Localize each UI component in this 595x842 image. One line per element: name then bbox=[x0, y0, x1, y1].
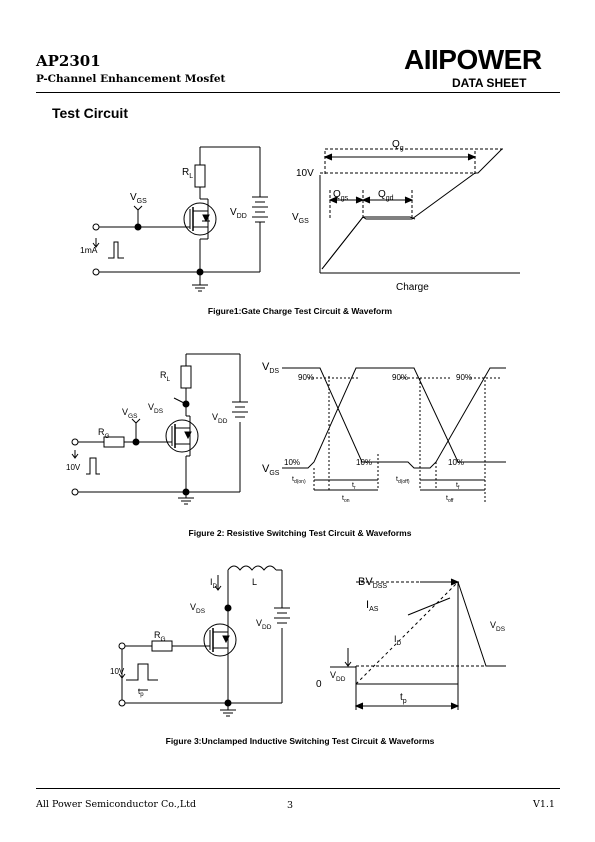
id-label: ID bbox=[210, 577, 218, 590]
figure2-caption: Figure 2: Resistive Switching Test Circu… bbox=[188, 528, 412, 538]
load-resistor bbox=[194, 164, 206, 188]
vds-curve bbox=[282, 367, 506, 469]
part-number: AP2301 bbox=[36, 52, 101, 70]
version: V1.1 bbox=[533, 799, 555, 810]
tdon-label: td(on) bbox=[292, 476, 306, 485]
vds-label: VDS bbox=[190, 602, 206, 615]
ias-label: IAS bbox=[366, 599, 379, 613]
vds-wave-label: VDS bbox=[490, 620, 506, 633]
qgd-label: Qgd bbox=[378, 189, 394, 202]
p10-label-2: 10% bbox=[356, 458, 372, 467]
vgs-label: VGS bbox=[130, 192, 147, 205]
rg-label: RG bbox=[154, 630, 166, 643]
rl-label: RL bbox=[160, 370, 171, 383]
brand-logo: AIIPOWER bbox=[404, 44, 542, 75]
part-description: P-Channel Enhancement Mosfet bbox=[36, 73, 226, 85]
uis-circuit bbox=[118, 565, 290, 717]
p10-label-1: 10% bbox=[284, 458, 300, 467]
wave-vgs-label: VGS bbox=[292, 212, 309, 225]
id-wave-label: ID bbox=[394, 634, 402, 647]
resistive-switching-circuit bbox=[71, 353, 248, 505]
figure2-diagram: RL RG VGS VDS VDD 10V VDS VGS 90% 90% 90… bbox=[66, 353, 506, 505]
rg-label: RG bbox=[98, 427, 110, 440]
charge-axis-label: Charge bbox=[396, 282, 429, 293]
tp-circuit-label: tp bbox=[138, 687, 144, 698]
figure1-diagram: RL VGS VDD 1mA 10V VGS Qg Qgs Qgd Charge bbox=[80, 139, 520, 293]
id-ramp bbox=[355, 581, 459, 685]
inductor bbox=[227, 565, 277, 571]
wave-vgs-label: VGS bbox=[262, 463, 280, 477]
vdd-label: VDD bbox=[256, 618, 272, 631]
vds-label: VDS bbox=[148, 402, 164, 415]
rl-label: RL bbox=[182, 167, 193, 180]
p90-label-2: 90% bbox=[392, 373, 408, 382]
toff-label: toff bbox=[446, 495, 454, 504]
mosfet-symbol bbox=[165, 419, 199, 453]
gate-charge-circuit bbox=[92, 146, 268, 292]
zero-label: 0 bbox=[316, 679, 322, 690]
doc-type: DATA SHEET bbox=[452, 76, 527, 90]
p10-label-3: 10% bbox=[448, 458, 464, 467]
tp-wave-label: tp bbox=[400, 692, 407, 705]
wave-vds-label: VDS bbox=[262, 361, 279, 375]
qgs-label: Qgs bbox=[333, 189, 349, 202]
vgs-label: VGS bbox=[122, 407, 138, 420]
footer-rule bbox=[36, 788, 560, 789]
figure3-diagram: ID L VDS VDD RG 10V tp BVDSS IAS ID VDS … bbox=[110, 565, 506, 717]
section-title: Test Circuit bbox=[52, 105, 128, 121]
tf-label: tf bbox=[456, 482, 460, 491]
vdd-label: VDD bbox=[230, 207, 247, 220]
tdoff-label: td(off) bbox=[396, 476, 410, 485]
uis-waveform bbox=[330, 578, 506, 710]
tr-label: tr bbox=[352, 482, 356, 491]
source-voltage-label: 10V bbox=[66, 463, 81, 472]
mosfet-symbol bbox=[203, 623, 237, 657]
company-name: All Power Semiconductor Co.,Ltd bbox=[36, 799, 197, 810]
p90-label-3: 90% bbox=[456, 373, 472, 382]
mosfet-symbol bbox=[183, 202, 217, 236]
header-rule bbox=[36, 92, 560, 93]
vgs-curve bbox=[282, 367, 506, 469]
resistive-switching-waveform bbox=[282, 367, 506, 502]
ton-label: ton bbox=[342, 495, 350, 504]
vdd-wave-label: VDD bbox=[330, 670, 346, 683]
page-number: 3 bbox=[287, 800, 294, 811]
inductor-label: L bbox=[252, 577, 257, 587]
figure3-caption: Figure 3:Unclamped Inductive Switching T… bbox=[165, 736, 435, 746]
vds-curve bbox=[356, 581, 506, 685]
qg-label: Qg bbox=[392, 139, 404, 152]
gate-charge-waveform bbox=[319, 148, 520, 274]
bvdss-label: BVDSS bbox=[358, 576, 387, 590]
source-voltage-label: 10V bbox=[110, 667, 125, 676]
load-resistor bbox=[180, 365, 192, 389]
v10-label: 10V bbox=[296, 168, 314, 179]
figure1-caption: Figure1:Gate Charge Test Circuit & Wavef… bbox=[207, 306, 393, 316]
p90-label-1: 90% bbox=[298, 373, 314, 382]
vdd-label: VDD bbox=[212, 412, 228, 425]
source-current-label: 1mA bbox=[80, 245, 98, 255]
